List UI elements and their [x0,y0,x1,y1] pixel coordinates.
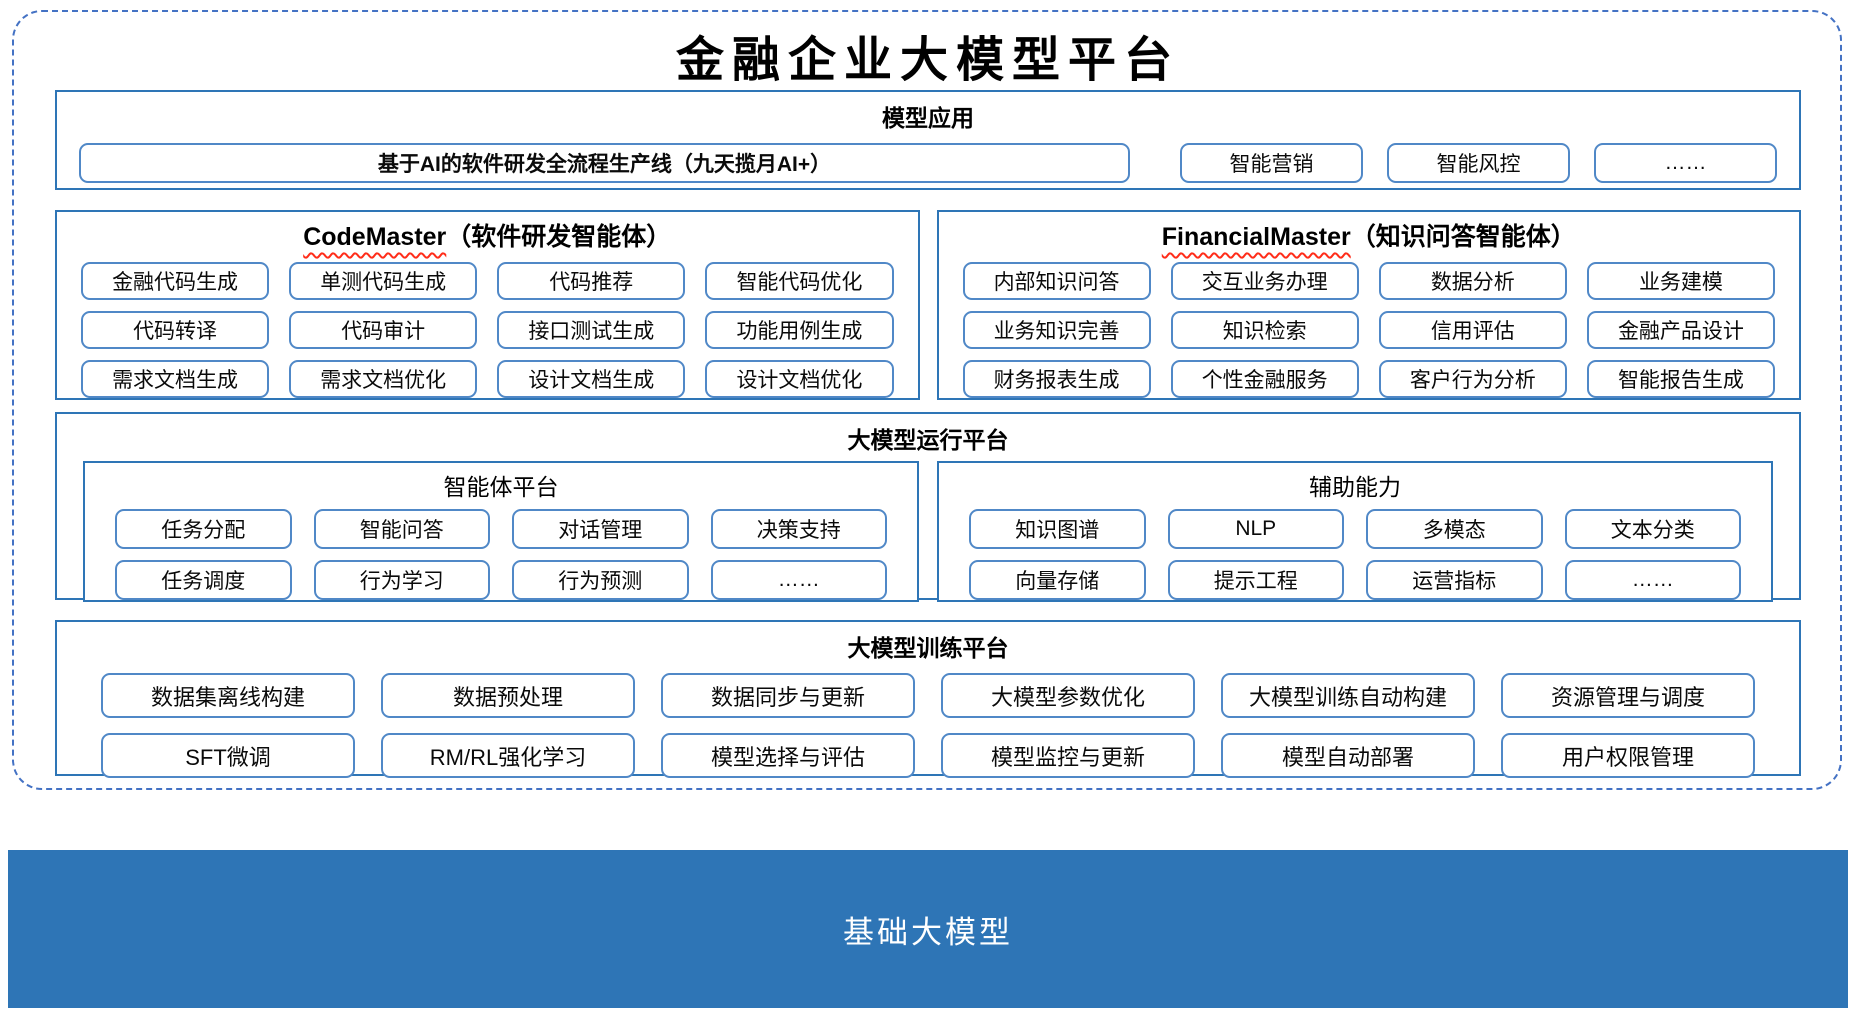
financialmaster-grid: 内部知识问答 交互业务办理 数据分析 业务建模 业务知识完善 知识检索 信用评估… [939,253,1800,398]
capability-box: 个性金融服务 [1170,360,1359,398]
outer-dashed-frame [12,10,1842,790]
capability-box: 资源管理与调度 [1501,673,1755,718]
capability-box: 智能代码优化 [705,262,894,300]
capability-box: 模型自动部署 [1221,733,1475,778]
app-box: 智能风控 [1387,143,1570,183]
foundation-label: 基础大模型 [843,914,1013,950]
capability-box: 文本分类 [1564,509,1741,549]
auxiliary-capability-grid: 知识图谱 NLP 多模态 文本分类 向量存储 提示工程 运营指标 …… [939,502,1771,600]
capability-box: 交互业务办理 [1170,262,1359,300]
capability-box: 功能用例生成 [705,311,894,349]
capability-box: 智能问答 [313,509,490,549]
capability-box-ellipsis: …… [1564,560,1741,600]
capability-box: 对话管理 [512,509,689,549]
capability-box: 行为预测 [512,560,689,600]
runtime-groups: 智能体平台 任务分配 智能问答 对话管理 决策支持 任务调度 行为学习 行为预测… [57,455,1799,602]
capability-box: 决策支持 [710,509,887,549]
capability-box-ellipsis: …… [710,560,887,600]
capability-box: RM/RL强化学习 [381,733,635,778]
capability-box: 任务调度 [115,560,292,600]
capability-box: 知识图谱 [969,509,1146,549]
capability-box: 提示工程 [1167,560,1344,600]
codemaster-panel: CodeMaster（软件研发智能体） 金融代码生成 单测代码生成 代码推荐 智… [55,210,920,400]
capability-box: 数据同步与更新 [661,673,915,718]
capability-box: 数据分析 [1378,262,1567,300]
model-apps-section: 模型应用 基于AI的软件研发全流程生产线（九天揽月AI+） 智能营销 智能风控 … [55,90,1801,190]
auxiliary-capability-title: 辅助能力 [1309,474,1401,500]
auxiliary-capability-group: 辅助能力 知识图谱 NLP 多模态 文本分类 向量存储 提示工程 运营指标 …… [937,461,1773,602]
app-box: 智能营销 [1180,143,1363,183]
capability-box: 代码推荐 [497,262,686,300]
training-platform-title: 大模型训练平台 [847,635,1009,661]
capability-box: 大模型参数优化 [941,673,1195,718]
capability-box: 业务建模 [1586,262,1775,300]
capability-box: 需求文档优化 [289,360,478,398]
capability-box: 设计文档优化 [705,360,894,398]
capability-box: 设计文档生成 [497,360,686,398]
capability-box: 金融产品设计 [1586,311,1775,349]
capability-box: 行为学习 [313,560,490,600]
capability-box: 用户权限管理 [1501,733,1755,778]
financialmaster-subtitle: （知识问答智能体） [1350,223,1576,251]
agents-row: CodeMaster（软件研发智能体） 金融代码生成 单测代码生成 代码推荐 智… [55,210,1801,400]
capability-box: 内部知识问答 [962,262,1151,300]
capability-box: 单测代码生成 [289,262,478,300]
codemaster-grid: 金融代码生成 单测代码生成 代码推荐 智能代码优化 代码转译 代码审计 接口测试… [57,253,918,398]
capability-box: 模型监控与更新 [941,733,1195,778]
codemaster-name: CodeMaster [303,223,447,251]
codemaster-title: CodeMaster（软件研发智能体） [57,217,918,253]
foundation-bar: 基础大模型 [8,850,1848,1008]
financialmaster-name: FinancialMaster [1161,223,1351,251]
app-box-main: 基于AI的软件研发全流程生产线（九天揽月AI+） [79,143,1130,183]
agent-platform-group: 智能体平台 任务分配 智能问答 对话管理 决策支持 任务调度 行为学习 行为预测… [83,461,919,602]
training-platform-section: 大模型训练平台 数据集离线构建 数据预处理 数据同步与更新 大模型参数优化 大模… [55,620,1801,778]
page-title: 金融企业大模型平台 [675,32,1180,88]
capability-box: 数据集离线构建 [101,673,355,718]
capability-box: 代码审计 [289,311,478,349]
training-grid: 数据集离线构建 数据预处理 数据同步与更新 大模型参数优化 大模型训练自动构建 … [57,663,1799,778]
agent-platform-title: 智能体平台 [443,474,559,500]
runtime-platform-section: 大模型运行平台 智能体平台 任务分配 智能问答 对话管理 决策支持 任务调度 行… [55,412,1801,602]
agent-platform-grid: 任务分配 智能问答 对话管理 决策支持 任务调度 行为学习 行为预测 …… [85,502,917,600]
model-apps-row: 基于AI的软件研发全流程生产线（九天揽月AI+） 智能营销 智能风控 …… [57,133,1799,183]
capability-box: 代码转译 [81,311,270,349]
capability-box: 客户行为分析 [1378,360,1567,398]
model-apps-header: 模型应用 [882,105,974,131]
capability-box: 接口测试生成 [497,311,686,349]
financialmaster-title: FinancialMaster（知识问答智能体） [939,217,1800,253]
capability-box: 金融代码生成 [81,262,270,300]
capability-box: 大模型训练自动构建 [1221,673,1475,718]
capability-box: 多模态 [1366,509,1543,549]
capability-box: 智能报告生成 [1586,360,1775,398]
capability-box: 需求文档生成 [81,360,270,398]
app-box-ellipsis: …… [1594,143,1777,183]
capability-box: 向量存储 [969,560,1146,600]
capability-box: 业务知识完善 [962,311,1151,349]
capability-box: 财务报表生成 [962,360,1151,398]
capability-box: 数据预处理 [381,673,635,718]
capability-box: 模型选择与评估 [661,733,915,778]
codemaster-subtitle: （软件研发智能体） [446,223,672,251]
capability-box: SFT微调 [101,733,355,778]
runtime-platform-title: 大模型运行平台 [847,427,1009,453]
capability-box: 运营指标 [1366,560,1543,600]
capability-box: NLP [1167,509,1344,549]
capability-box: 信用评估 [1378,311,1567,349]
capability-box: 任务分配 [115,509,292,549]
capability-box: 知识检索 [1170,311,1359,349]
financialmaster-panel: FinancialMaster（知识问答智能体） 内部知识问答 交互业务办理 数… [936,210,1801,400]
